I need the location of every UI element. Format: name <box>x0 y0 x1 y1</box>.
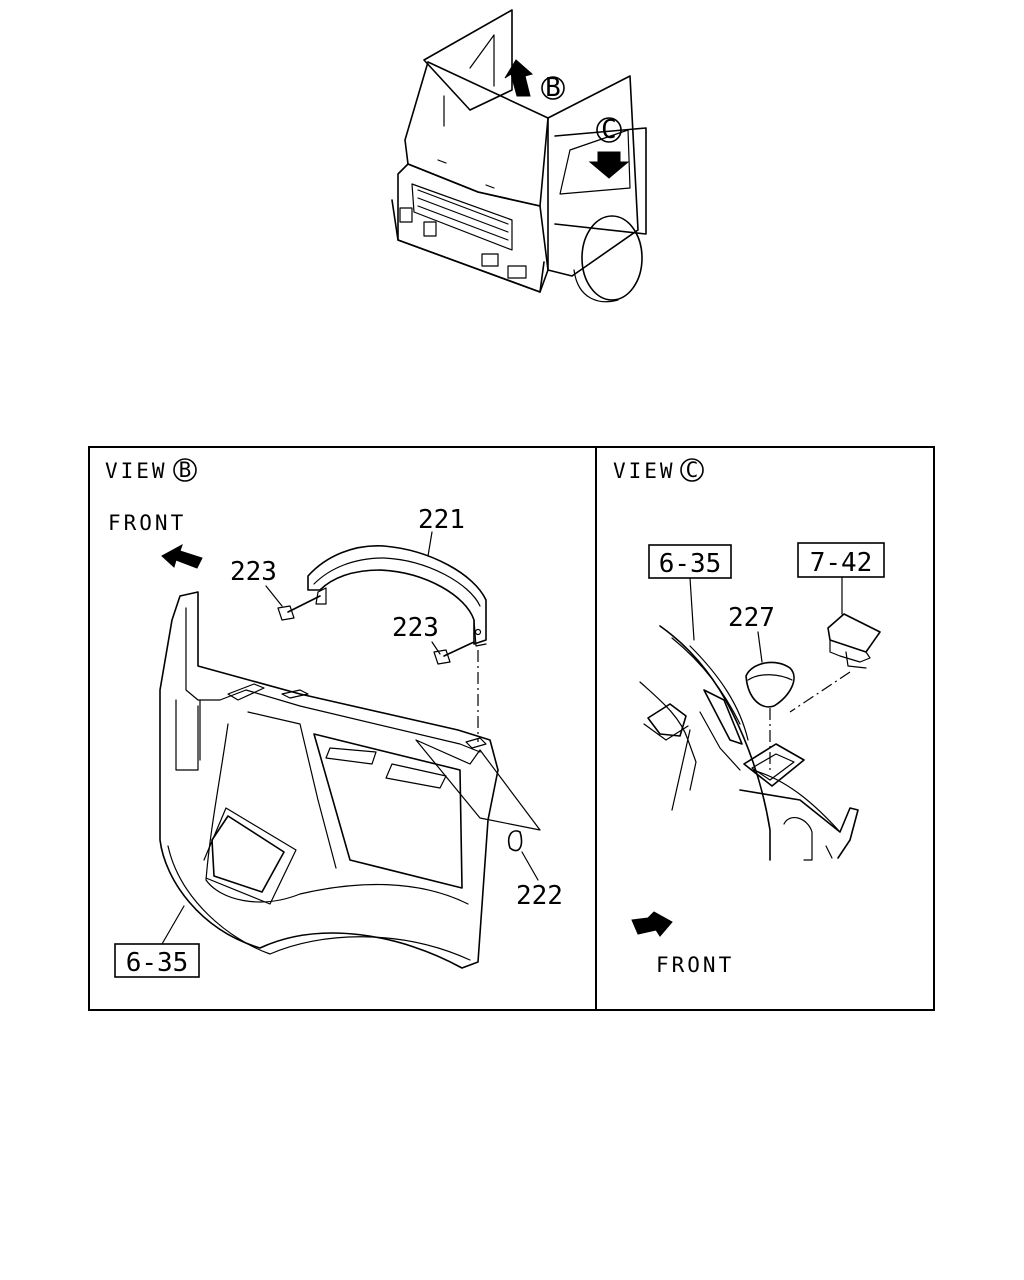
view-c-title: VIEW <box>613 459 676 483</box>
part-221: 221 <box>418 505 465 535</box>
view-b-ref-box <box>114 943 200 978</box>
part-223-bottom: 223 <box>392 613 439 643</box>
view-c-panel: VIEW C 6-35 7-42 227 <box>613 458 885 977</box>
marker-c-circle-icon <box>596 117 622 143</box>
overview-marker-b: B <box>545 73 561 103</box>
view-b-front-label: FRONT <box>108 511 186 535</box>
view-c-front-label: FRONT <box>656 953 734 977</box>
marker-b-circle-icon <box>541 76 565 100</box>
part-222: 222 <box>516 881 563 911</box>
view-c-arrow-icon <box>588 151 630 179</box>
view-b-marker-circle-icon <box>173 458 197 482</box>
view-b-panel: VIEW B FRONT 221 <box>105 458 563 978</box>
part-227: 227 <box>728 603 775 633</box>
view-b-ref-635: 6-35 <box>126 948 189 978</box>
view-c-ref-742-box <box>797 542 885 578</box>
view-c-front-arrow-icon <box>631 911 673 937</box>
view-b-arrow-icon <box>504 59 534 97</box>
detail-frames <box>88 446 935 1011</box>
view-c-ref-635: 6-35 <box>659 549 722 579</box>
part-223-top: 223 <box>230 557 277 587</box>
overview-marker-c: C <box>601 115 617 145</box>
view-b-marker: B <box>179 458 192 482</box>
view-b-title: VIEW <box>105 459 168 483</box>
view-c-marker-circle-icon <box>680 458 704 482</box>
view-c-ref-742: 7-42 <box>810 548 873 578</box>
view-c-marker: C <box>686 458 699 482</box>
truck-overview: B C <box>391 9 647 303</box>
front-arrow-icon <box>161 543 203 569</box>
